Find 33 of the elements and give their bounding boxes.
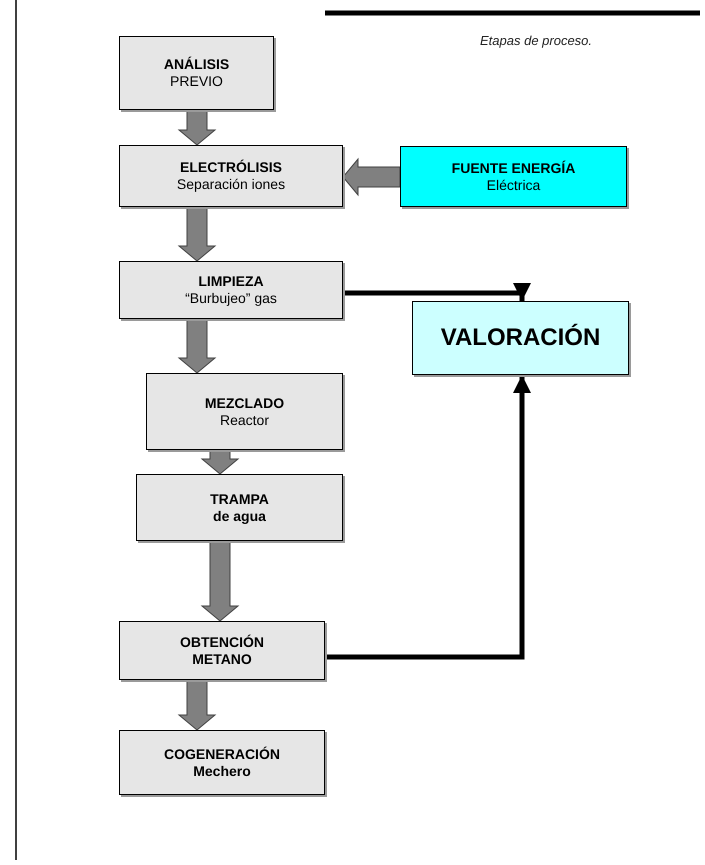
step-title: COGENERACIÓN Mechero	[163, 746, 281, 780]
process-box	[119, 145, 343, 207]
block-arrow	[200, 450, 240, 475]
step-title: ELECTRÓLISIS	[180, 159, 282, 176]
block-arrow	[342, 158, 400, 196]
arrow	[343, 283, 531, 301]
process-box	[119, 621, 325, 680]
step-title: OBTENCIÓN METANO	[179, 634, 265, 668]
step-subtitle: PREVIO	[170, 73, 223, 90]
arrow	[325, 375, 531, 660]
process-box	[119, 36, 274, 110]
block-arrow	[178, 318, 216, 374]
step-subtitle: Eléctrica	[486, 176, 540, 194]
step-title: MEZCLADO	[204, 394, 284, 412]
step-title: TRAMPA de agua	[209, 490, 270, 524]
process-box	[119, 261, 343, 319]
block-arrow	[178, 110, 216, 146]
process-box	[412, 301, 629, 375]
step-subtitle: “Burbujeo” gas	[185, 290, 277, 307]
step-title: VALORACIÓN	[440, 324, 600, 352]
step-title: FUENTE ENERGÍA	[452, 160, 576, 176]
step-title: ANÁLISIS	[164, 56, 230, 73]
caption: Etapas de proceso.	[480, 33, 592, 48]
process-box	[136, 474, 343, 541]
block-arrow	[178, 680, 216, 731]
step-subtitle: Separación iones	[176, 176, 286, 193]
block-arrow	[200, 540, 240, 622]
process-box	[146, 373, 343, 450]
process-box	[119, 730, 325, 795]
process-box	[400, 146, 627, 207]
step-title: LIMPIEZA	[198, 273, 264, 290]
step-subtitle: Reactor	[220, 412, 270, 428]
block-arrow	[178, 206, 216, 262]
